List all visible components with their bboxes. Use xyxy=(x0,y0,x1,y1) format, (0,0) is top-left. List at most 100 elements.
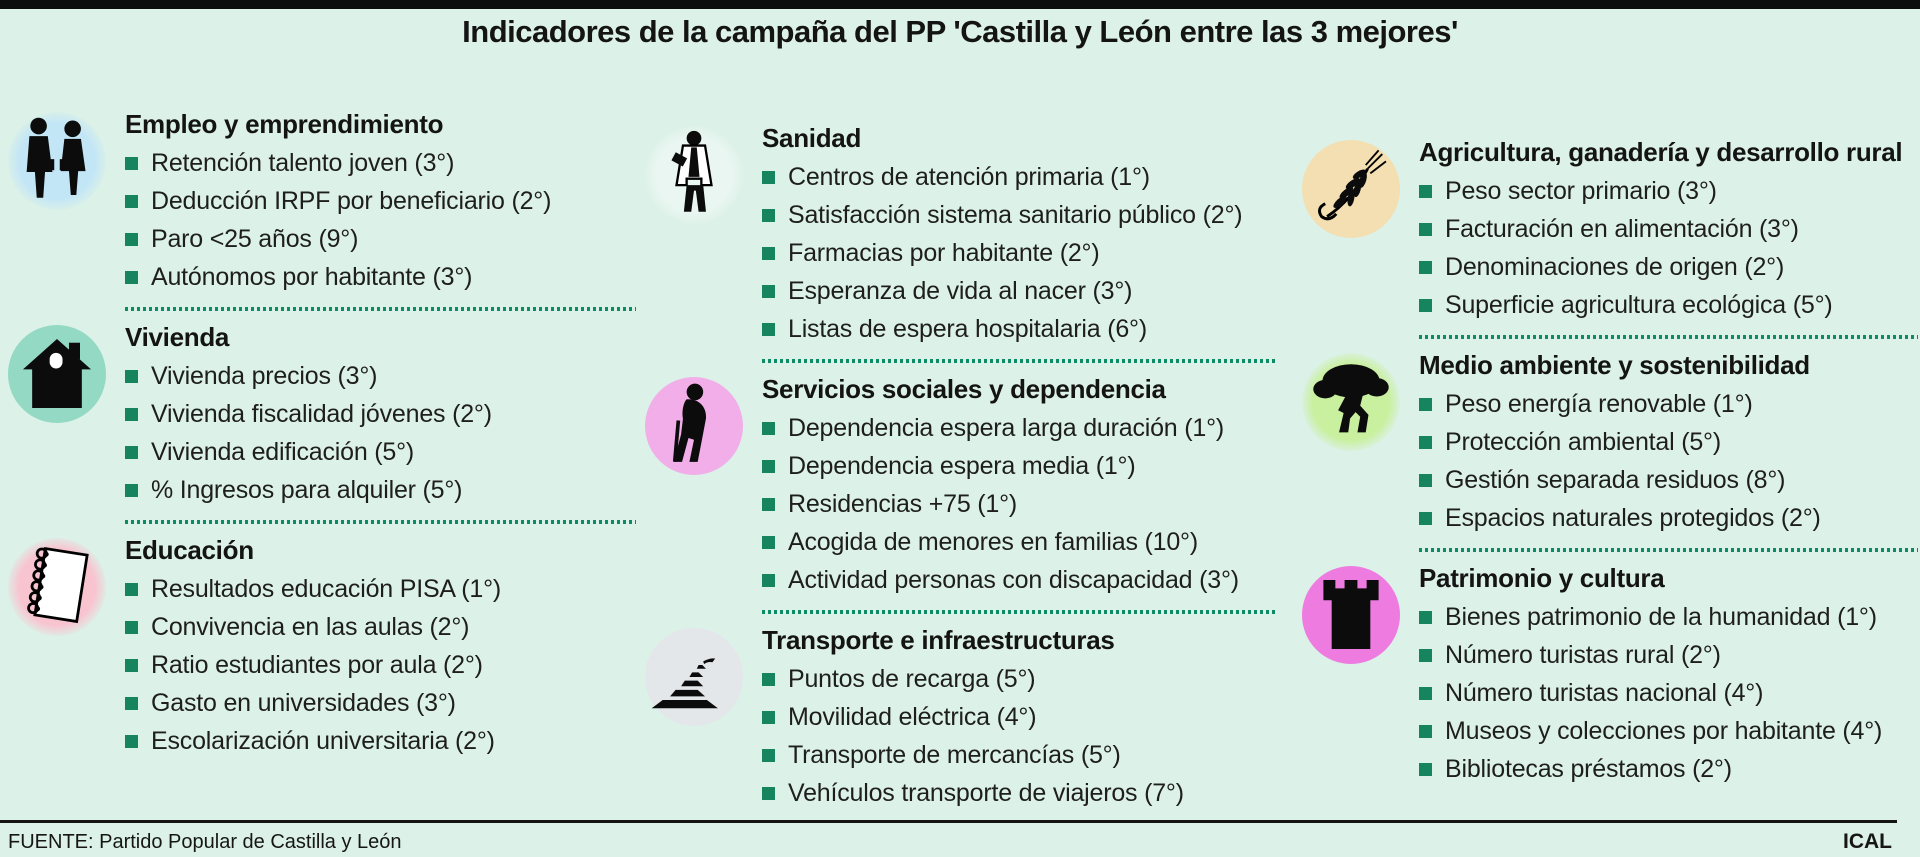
indicator-label: Esperanza de vida al nacer (3°) xyxy=(788,277,1133,305)
bullet-square-icon xyxy=(1419,610,1432,624)
indicator-label: Bienes patrimonio de la humanidad (1°) xyxy=(1445,603,1877,631)
bullet-square-icon xyxy=(1419,260,1432,274)
indicator-item: Esperanza de vida al nacer (3°) xyxy=(762,272,1275,310)
dotted-separator xyxy=(1419,335,1918,339)
indicator-list: Peso sector primario (3°)Facturación en … xyxy=(1419,172,1918,324)
section-sanidad: Sanidad Centros de atención primaria (1°… xyxy=(645,122,1275,348)
indicator-item: Paro <25 años (9°) xyxy=(125,220,636,258)
indicator-label: Protección ambiental (5°) xyxy=(1445,428,1721,456)
bullet-square-icon xyxy=(1419,511,1432,525)
indicator-label: Denominaciones de origen (2°) xyxy=(1445,253,1785,281)
indicator-item: Listas de espera hospitalaria (6°) xyxy=(762,310,1275,348)
section-title: Agricultura, ganadería y desarrollo rura… xyxy=(1419,137,1903,167)
section-servicios-sociales: Servicios sociales y dependencia Depende… xyxy=(645,373,1275,599)
indicator-item: Convivencia en las aulas (2°) xyxy=(125,608,636,646)
bullet-square-icon xyxy=(762,573,775,587)
house-icon xyxy=(11,328,103,420)
section-educacion: Educación Resultados educación PISA (1°)… xyxy=(8,534,636,760)
section-text-block: Agricultura, ganadería y desarrollo rura… xyxy=(1400,136,1918,324)
bullet-square-icon xyxy=(762,748,775,762)
bullet-square-icon xyxy=(762,421,775,435)
indicator-label: Peso energía renovable (1°) xyxy=(1445,390,1753,418)
indicator-label: Actividad personas con discapacidad (3°) xyxy=(788,566,1239,594)
indicator-label: Centros de atención primaria (1°) xyxy=(788,163,1150,191)
indicator-item: Vehículos transporte de viajeros (7°) xyxy=(762,774,1275,812)
section-title: Sanidad xyxy=(762,123,862,153)
indicator-label: Número turistas rural (2°) xyxy=(1445,641,1721,669)
indicator-item: Gestión separada residuos (8°) xyxy=(1419,461,1918,499)
bullet-square-icon xyxy=(762,284,775,298)
bullet-square-icon xyxy=(125,658,138,672)
bullet-square-icon xyxy=(762,208,775,222)
indicator-label: Resultados educación PISA (1°) xyxy=(151,575,502,603)
icon-circle xyxy=(645,628,743,726)
bullet-square-icon xyxy=(762,170,775,184)
indicator-label: Bibliotecas préstamos (2°) xyxy=(1445,755,1732,783)
section-title: Educación xyxy=(125,535,254,565)
indicator-label: Autónomos por habitante (3°) xyxy=(151,263,473,291)
indicator-item: Bienes patrimonio de la humanidad (1°) xyxy=(1419,598,1918,636)
section-title: Medio ambiente y sostenibilidad xyxy=(1419,350,1810,380)
people-icon xyxy=(11,115,103,207)
bullet-square-icon xyxy=(762,710,775,724)
section-empleo: Empleo y emprendimiento Retención talent… xyxy=(8,108,636,296)
indicator-label: Vehículos transporte de viajeros (7°) xyxy=(788,779,1184,807)
bullet-square-icon xyxy=(125,369,138,383)
indicator-label: Acogida de menores en familias (10°) xyxy=(788,528,1198,556)
section-text-block: Servicios sociales y dependencia Depende… xyxy=(743,373,1275,599)
column-3: Agricultura, ganadería y desarrollo rura… xyxy=(1302,136,1918,788)
bullet-square-icon xyxy=(762,246,775,260)
indicator-list: Retención talento joven (3°)Deducción IR… xyxy=(125,144,636,296)
indicator-item: Protección ambiental (5°) xyxy=(1419,423,1918,461)
indicator-list: Peso energía renovable (1°) Protección am… xyxy=(1419,385,1918,537)
bullet-square-icon xyxy=(125,232,138,246)
bullet-square-icon xyxy=(125,445,138,459)
indicator-item: Número turistas nacional (4°) xyxy=(1419,674,1918,712)
indicator-label: Vivienda precios (3°) xyxy=(151,362,378,390)
column-2: Sanidad Centros de atención primaria (1°… xyxy=(645,122,1275,812)
indicator-label: Dependencia espera media (1°) xyxy=(788,452,1136,480)
indicator-label: Vivienda fiscalidad jóvenes (2°) xyxy=(151,400,492,428)
indicator-item: Escolarización universitaria (2°) xyxy=(125,722,636,760)
section-text-block: Sanidad Centros de atención primaria (1°… xyxy=(743,122,1275,348)
indicator-label: Residencias +75 (1°) xyxy=(788,490,1018,518)
footer-agency: ICAL xyxy=(1843,830,1892,853)
bullet-square-icon xyxy=(1419,686,1432,700)
icon-circle xyxy=(645,126,743,224)
indicator-label: Ratio estudiantes por aula (2°) xyxy=(151,651,483,679)
indicator-item: Museos y colecciones por habitante (4°) xyxy=(1419,712,1918,750)
icon-circle xyxy=(1302,566,1400,664)
footer-divider-line xyxy=(0,820,1897,823)
indicator-label: Puntos de recarga (5°) xyxy=(788,665,1036,693)
indicator-list: Vivienda precios (3°) Vivienda fiscalidad… xyxy=(125,357,636,509)
indicator-item: Dependencia espera media (1°) xyxy=(762,447,1275,485)
icon-circle xyxy=(645,377,743,475)
indicator-label: Facturación en alimentación (3°) xyxy=(1445,215,1799,243)
section-patrimonio: Patrimonio y cultura Bienes patrimonio d… xyxy=(1302,562,1918,788)
indicator-list: Bienes patrimonio de la humanidad (1°) Nú… xyxy=(1419,598,1918,788)
bullet-square-icon xyxy=(762,672,775,686)
indicator-item: Bibliotecas préstamos (2°) xyxy=(1419,750,1918,788)
indicator-label: % Ingresos para alquiler (5°) xyxy=(151,476,463,504)
bullet-square-icon xyxy=(762,786,775,800)
section-medio-ambiente: Medio ambiente y sostenibilidad Peso ene… xyxy=(1302,349,1918,537)
indicator-item: Transporte de mercancías (5°) xyxy=(762,736,1275,774)
bullet-square-icon xyxy=(1419,473,1432,487)
indicator-label: Museos y colecciones por habitante (4°) xyxy=(1445,717,1883,745)
indicator-item: Número turistas rural (2°) xyxy=(1419,636,1918,674)
indicator-label: Farmacias por habitante (2°) xyxy=(788,239,1100,267)
bullet-square-icon xyxy=(1419,298,1432,312)
wheat-icon xyxy=(1305,143,1397,235)
indicator-item: Peso energía renovable (1°) xyxy=(1419,385,1918,423)
bullet-square-icon xyxy=(762,497,775,511)
indicator-list: Dependencia espera larga duración (1°) De… xyxy=(762,409,1275,599)
notebook-icon xyxy=(11,541,103,633)
indicator-item: Retención talento joven (3°) xyxy=(125,144,636,182)
indicator-item: Dependencia espera larga duración (1°) xyxy=(762,409,1275,447)
indicator-item: Denominaciones de origen (2°) xyxy=(1419,248,1918,286)
indicator-item: Espacios naturales protegidos (2°) xyxy=(1419,499,1918,537)
indicator-label: Listas de espera hospitalaria (6°) xyxy=(788,315,1147,343)
section-title: Transporte e infraestructuras xyxy=(762,625,1115,655)
bullet-square-icon xyxy=(125,270,138,284)
indicator-label: Satisfacción sistema sanitario público (… xyxy=(788,201,1243,229)
